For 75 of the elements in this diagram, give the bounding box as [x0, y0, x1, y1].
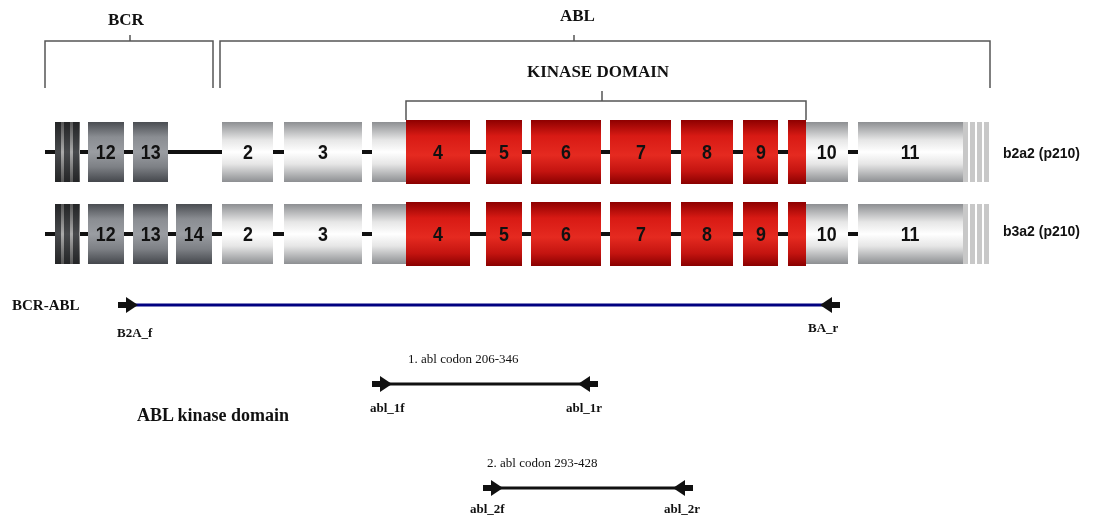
- exon-box: 7: [610, 120, 671, 184]
- bracket-label: KINASE DOMAIN: [527, 62, 670, 82]
- primer-label: abl_1f: [370, 400, 405, 416]
- exon-box: 9: [743, 120, 778, 184]
- exon-block: [963, 204, 990, 264]
- exon-box: 5: [486, 202, 522, 266]
- exon-box: 12: [88, 122, 124, 182]
- intron-line: [168, 150, 222, 154]
- intron-line: [362, 150, 372, 154]
- intron-line: [45, 150, 55, 154]
- exon-box: 10: [806, 122, 848, 182]
- intron-line: [168, 232, 176, 236]
- exon-box: 4: [406, 202, 470, 266]
- primer-label: abl_2f: [470, 501, 505, 517]
- intron-line: [671, 232, 681, 236]
- exon-box: 2: [222, 122, 273, 182]
- exon-box: 12: [88, 204, 124, 264]
- intron-line: [470, 150, 486, 154]
- exon-block: [963, 122, 990, 182]
- intron-line: [80, 232, 88, 236]
- exon-box: 3: [284, 204, 362, 264]
- row-label: b3a2 (p210): [1003, 223, 1081, 239]
- section-label: ABL kinase domain: [137, 405, 290, 426]
- intron-line: [778, 150, 788, 154]
- intron-line: [124, 232, 133, 236]
- primer-label: B2A_f: [117, 325, 153, 341]
- exon-box: 6: [531, 120, 601, 184]
- intron-line: [733, 150, 743, 154]
- intron-line: [778, 232, 788, 236]
- exon-block: [372, 122, 406, 182]
- exon-box: 4: [406, 120, 470, 184]
- exon-box: 5: [486, 120, 522, 184]
- intron-line: [848, 150, 858, 154]
- exon-box: 9: [743, 202, 778, 266]
- exon-block: [788, 120, 806, 184]
- exon-box: 13: [133, 204, 168, 264]
- intron-line: [601, 232, 610, 236]
- exon-block: [55, 204, 80, 264]
- exon-box: 13: [133, 122, 168, 182]
- exon-box: 2: [222, 204, 273, 264]
- exon-box: 14: [176, 204, 212, 264]
- exon-box: 11: [858, 204, 963, 264]
- amplicon-label: 1. abl codon 206-346: [408, 351, 519, 367]
- exon-box: 8: [681, 202, 733, 266]
- intron-line: [124, 150, 133, 154]
- exon-block: [55, 122, 80, 182]
- intron-line: [45, 232, 55, 236]
- amplicon-label: 2. abl codon 293-428: [487, 455, 598, 471]
- primer-label: BA_r: [808, 320, 839, 336]
- primer-label: abl_1r: [566, 400, 603, 416]
- exon-box: 11: [858, 122, 963, 182]
- intron-line: [671, 150, 681, 154]
- intron-line: [80, 150, 88, 154]
- intron-line: [601, 150, 610, 154]
- exon-block: [372, 204, 406, 264]
- exon-box: 8: [681, 120, 733, 184]
- exon-box: 7: [610, 202, 671, 266]
- intron-line: [522, 150, 531, 154]
- bracket-label: ABL: [560, 6, 595, 26]
- intron-line: [522, 232, 531, 236]
- bracket-label: BCR: [108, 10, 144, 30]
- exon-box: 10: [806, 204, 848, 264]
- row-label: b2a2 (p210): [1003, 145, 1081, 161]
- intron-line: [733, 232, 743, 236]
- intron-line: [273, 232, 284, 236]
- exon-box: 3: [284, 122, 362, 182]
- amplicon-label: BCR-ABL: [12, 297, 80, 314]
- exon-block: [788, 202, 806, 266]
- intron-line: [273, 150, 284, 154]
- intron-line: [470, 232, 486, 236]
- intron-line: [212, 232, 222, 236]
- primer-label: abl_2r: [664, 501, 701, 517]
- exon-box: 6: [531, 202, 601, 266]
- intron-line: [362, 232, 372, 236]
- intron-line: [848, 232, 858, 236]
